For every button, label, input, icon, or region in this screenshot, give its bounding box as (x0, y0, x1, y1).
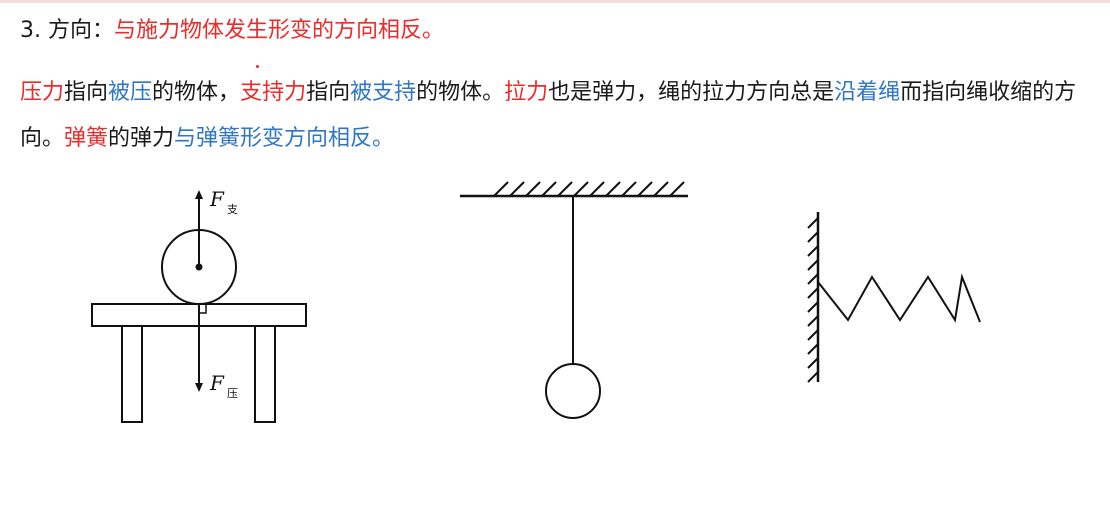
term-spring: 弹簧 (64, 126, 109, 151)
heading-number: 3. 方向： (20, 18, 114, 43)
term-pressure: 压力 (20, 80, 65, 105)
term-supported: 被支持 (350, 80, 417, 105)
text-segment: 也是弹力，绳的拉力方向总是 (548, 80, 835, 105)
support-force-subscript: 支 (227, 203, 238, 216)
table-leg-left (121, 325, 143, 423)
top-rule (0, 0, 1110, 3)
wall-hatching (807, 217, 819, 383)
term-pressed: 被压 (108, 80, 153, 105)
text-segment: 指向 (64, 80, 109, 105)
spring (817, 273, 981, 323)
term-spring-direction: 与弹簧形变方向相反。 (174, 126, 395, 151)
text-segment: 而指向绳收缩的方向。 (20, 80, 1077, 151)
text-segment: 的弹力 (108, 126, 175, 151)
text-segment: 的物体， (152, 80, 241, 105)
pressure-force-subscript: 压 (227, 387, 238, 400)
support-force-label: F (209, 187, 225, 211)
pressure-force-label: F (209, 371, 225, 395)
text-segment: 的物体。 (416, 80, 505, 105)
hanging-ball (545, 363, 601, 419)
spring-wall-diagram (807, 212, 981, 383)
hanging-ball-diagram (460, 181, 688, 419)
term-along-rope: 沿着绳 (834, 80, 901, 105)
right-angle-mark (199, 304, 207, 314)
heading-highlight: 与施力物体发生形变的方向相反。 (113, 18, 444, 43)
section-heading: 3. 方向：与施力物体发生形变的方向相反。 (20, 14, 444, 48)
explanation-paragraph: 压力指向被压的物体，支持力指向被支持的物体。拉力也是弹力，绳的拉力方向总是沿着绳… (20, 70, 1100, 162)
ceiling-hatching (493, 181, 685, 197)
ball-on-table-diagram: F 支 F 压 (91, 187, 307, 423)
text-segment: 指向 (306, 80, 351, 105)
term-tension: 拉力 (504, 80, 549, 105)
term-support-force: 支持力 (240, 80, 307, 105)
table-leg-right (254, 325, 276, 423)
annotation-dot (256, 65, 259, 68)
